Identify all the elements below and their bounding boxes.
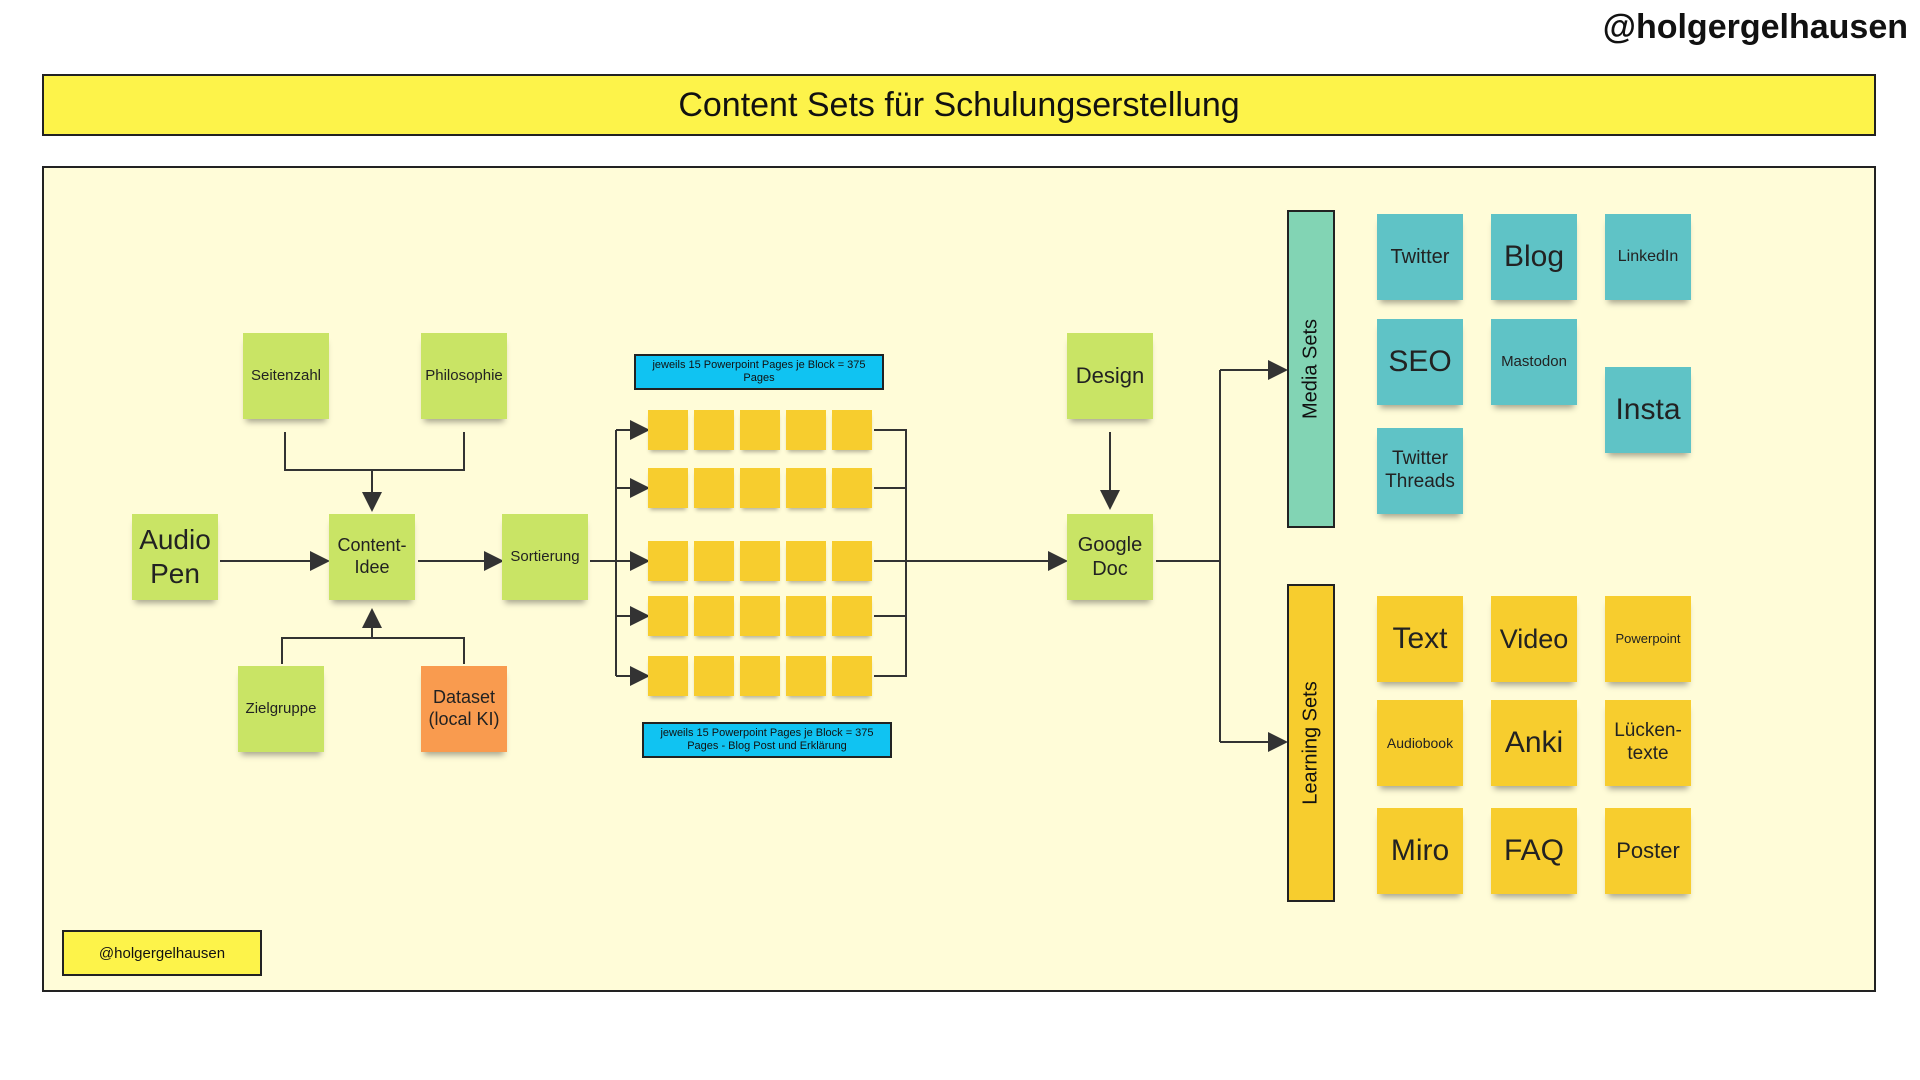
page-block-sticky [648, 596, 688, 636]
page-block-sticky [648, 656, 688, 696]
page-block-sticky [786, 596, 826, 636]
learning-video-note: Video [1491, 596, 1577, 682]
page-title: Content Sets für Schulungserstellung [42, 74, 1876, 136]
sortierung-note: Sortierung [502, 514, 588, 600]
content-idee-note: Content-Idee [329, 514, 415, 600]
page-block-sticky [648, 541, 688, 581]
note-powerpoint-blog: jeweils 15 Powerpoint Pages je Block = 3… [642, 722, 892, 758]
page-block-sticky [648, 468, 688, 508]
page-block-sticky [694, 410, 734, 450]
note-powerpoint-pages: jeweils 15 Powerpoint Pages je Block = 3… [634, 354, 884, 390]
media-sets-label: Media Sets [1287, 210, 1335, 528]
page-block-sticky [832, 541, 872, 581]
page-block-sticky [694, 656, 734, 696]
page-block-sticky [740, 468, 780, 508]
learning-sets-label-text: Learning Sets [1299, 681, 1322, 805]
google-doc-note: Google Doc [1067, 514, 1153, 600]
page-block-sticky [694, 596, 734, 636]
page-block-sticky [832, 468, 872, 508]
media-mastodon-note: Mastodon [1491, 319, 1577, 405]
zielgruppe-note: Zielgruppe [238, 666, 324, 752]
media-linkedin-note: LinkedIn [1605, 214, 1691, 300]
learning-poster-note: Poster [1605, 808, 1691, 894]
seitenzahl-note: Seitenzahl [243, 333, 329, 419]
learning-powerpoint-note: Powerpoint [1605, 596, 1691, 682]
page-block-sticky [740, 541, 780, 581]
page-block-sticky [832, 656, 872, 696]
learning-sets-label: Learning Sets [1287, 584, 1335, 902]
page-block-sticky [786, 468, 826, 508]
media-seo-note: SEO [1377, 319, 1463, 405]
learning-lueckentexte-note: Lücken-texte [1605, 700, 1691, 786]
page-block-sticky [786, 410, 826, 450]
media-insta-note: Insta [1605, 367, 1691, 453]
page-block-sticky [740, 596, 780, 636]
media-twitter-note: Twitter [1377, 214, 1463, 300]
page-block-sticky [832, 596, 872, 636]
media-blog-note: Blog [1491, 214, 1577, 300]
learning-faq-note: FAQ [1491, 808, 1577, 894]
learning-anki-note: Anki [1491, 700, 1577, 786]
page-block-sticky [832, 410, 872, 450]
learning-miro-note: Miro [1377, 808, 1463, 894]
audio-pen-note: Audio Pen [132, 514, 218, 600]
learning-audiobook-note: Audiobook [1377, 700, 1463, 786]
page-block-sticky [740, 656, 780, 696]
page-block-sticky [786, 541, 826, 581]
author-handle: @holgergelhausen [1602, 8, 1908, 46]
learning-text-note: Text [1377, 596, 1463, 682]
dataset-note: Dataset (local KI) [421, 666, 507, 752]
page-block-sticky [740, 410, 780, 450]
design-note: Design [1067, 333, 1153, 419]
philosophie-note: Philosophie [421, 333, 507, 419]
page-block-sticky [648, 410, 688, 450]
page-block-sticky [786, 656, 826, 696]
media-sets-label-text: Media Sets [1299, 318, 1322, 420]
media-twitter-threads-note: Twitter Threads [1377, 428, 1463, 514]
page-block-sticky [694, 541, 734, 581]
watermark-box: @holgergelhausen [62, 930, 262, 976]
page-block-sticky [694, 468, 734, 508]
